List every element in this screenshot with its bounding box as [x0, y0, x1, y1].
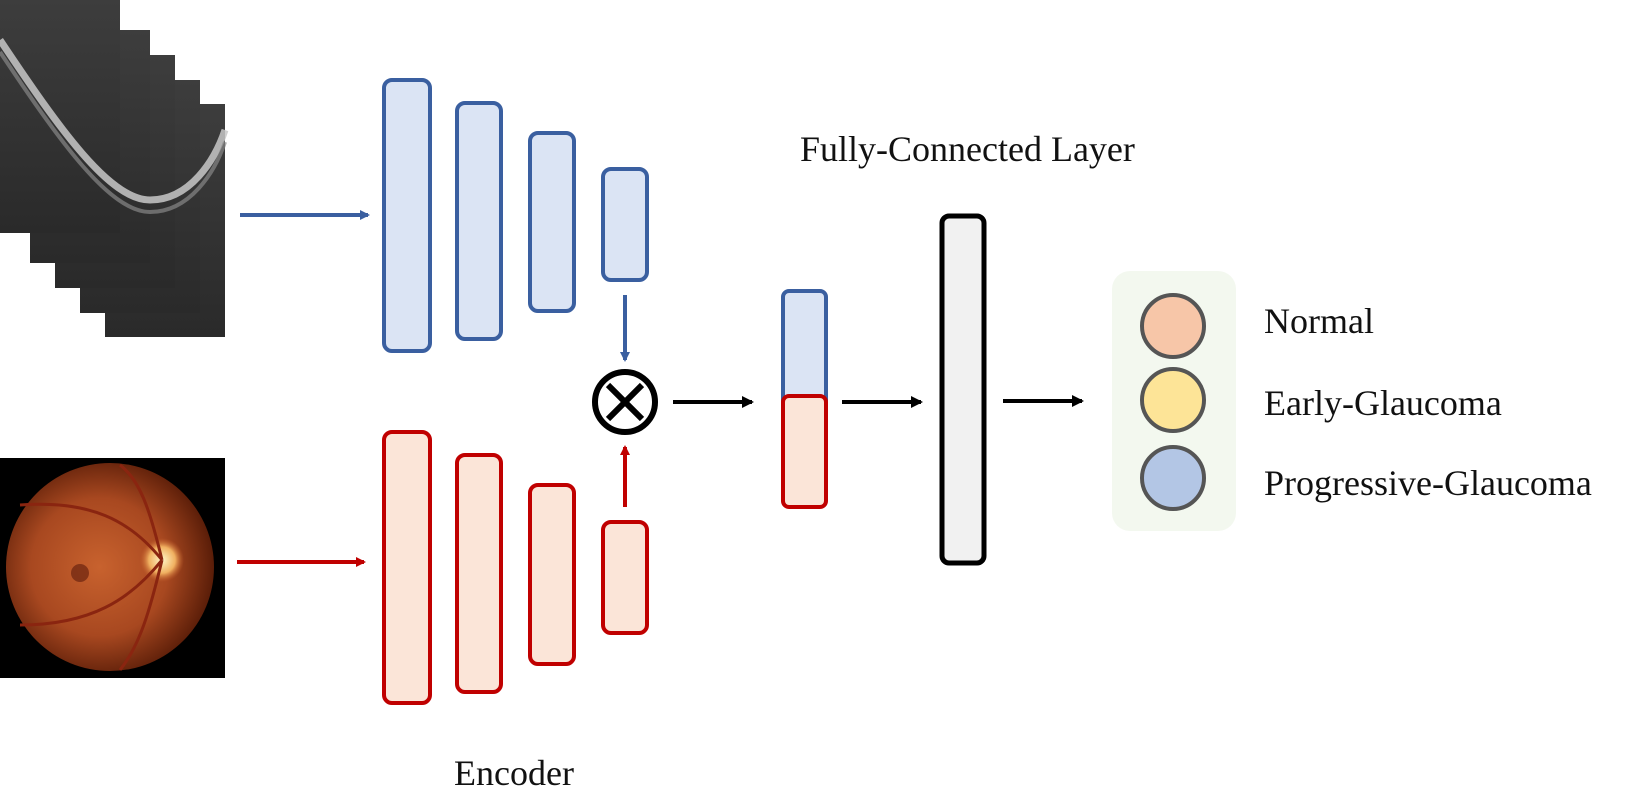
- fundus-encoder-block-4: [601, 520, 649, 635]
- fundus-photo-icon: [0, 458, 225, 678]
- class-label-normal: Normal: [1264, 301, 1374, 341]
- progressive-glaucoma-node: [1140, 445, 1206, 511]
- oct-encoder-block-3: [528, 131, 576, 313]
- class-label-progressive-glaucoma: Progressive-Glaucoma: [1264, 463, 1592, 503]
- fundus-encoder-block-2: [455, 453, 503, 694]
- fundus-encoder: [382, 430, 649, 705]
- fully-connected-layer: [939, 213, 987, 566]
- oct-encoder: [382, 78, 649, 353]
- oct-scan-stack-icon: [0, 0, 229, 337]
- oct-encoder-block-2: [455, 101, 503, 341]
- fused-fundus-part: [781, 394, 828, 509]
- normal-node: [1140, 293, 1206, 359]
- early-glaucoma-node: [1140, 367, 1206, 433]
- fused-feature-vector: [781, 289, 828, 509]
- encoder-label: Encoder: [454, 753, 574, 793]
- fundus-encoder-block-3: [528, 483, 576, 666]
- class-label-early-glaucoma: Early-Glaucoma: [1264, 383, 1502, 423]
- fc-layer-label: Fully-Connected Layer: [800, 129, 1135, 169]
- oct-encoder-block-1: [382, 78, 432, 353]
- fundus-encoder-block-1: [382, 430, 432, 705]
- oct-encoder-block-4: [601, 167, 649, 282]
- cross-product-icon: [592, 369, 658, 435]
